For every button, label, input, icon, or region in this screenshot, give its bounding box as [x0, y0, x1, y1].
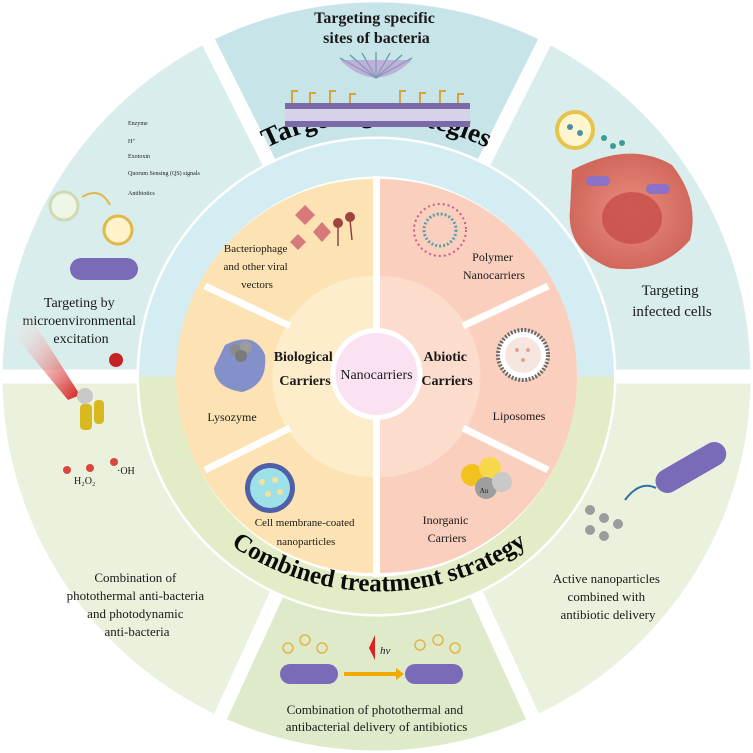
gold-nanoparticle-icon: Au	[461, 457, 512, 499]
item-liposomes-label: Liposomes	[493, 409, 546, 423]
outer-bottom-label: Combination of photothermal and antibact…	[286, 702, 468, 734]
lysozyme-icon	[214, 339, 266, 392]
item-polymer-label: Polymer Nanocarriers	[463, 250, 525, 282]
outer-lower-left-label: Combination of photothermal anti-bacteri…	[67, 570, 208, 639]
outer-upper-right-label: Targeting infected cells	[632, 283, 712, 320]
outer-upper-left-label: Targeting by microenvironmental excitati…	[22, 296, 139, 347]
item-inorganic-label: Inorganic Carriers	[423, 513, 472, 545]
svg-text:Enzyme: Enzyme	[128, 121, 148, 127]
membrane-targeting-icon	[285, 52, 470, 127]
svg-text:Exotoxin: Exotoxin	[128, 154, 150, 160]
svg-text:hv: hv	[380, 645, 391, 657]
svg-text:Antibiotics: Antibiotics	[128, 191, 155, 197]
liposome-icon	[496, 328, 550, 382]
svg-text:Quorum Sensing (QS) signals: Quorum Sensing (QS) signals	[128, 170, 200, 177]
item-cell-membrane-label: Cell membrane-coated nanoparticles	[255, 517, 358, 548]
outer-top-label: Targeting specific sites of bacteria	[314, 10, 439, 47]
combination-icon: hv	[280, 634, 463, 684]
macrophage-icon	[569, 153, 693, 270]
polymer-micelle-icon	[413, 203, 467, 257]
bacterium-icon	[280, 664, 338, 684]
bacterium-icon	[70, 258, 138, 280]
svg-text:Au: Au	[480, 487, 489, 495]
svg-text:H₂O₂: H₂O₂	[74, 476, 95, 487]
item-bacteriophage-label: Bacteriophage and other viral vectors	[224, 243, 291, 291]
outer-lower-right-label: Active nanoparticles combined with antib…	[553, 571, 663, 622]
liposome-icon	[555, 110, 625, 150]
laser-icon: H₂O₂ ·OH	[10, 316, 135, 487]
biological-title: Biological Carriers	[274, 350, 337, 389]
microenvironment-icon: Enzyme H⁺ Exotoxin Quorum Sensing (QS) s…	[48, 121, 200, 280]
svg-text:H⁺: H⁺	[128, 139, 136, 145]
center-label: Nanocarriers	[340, 368, 412, 383]
svg-text:·OH: ·OH	[117, 466, 135, 477]
membrane-nanoparticle-icon	[245, 463, 295, 513]
center-circle	[335, 333, 418, 415]
item-lysozyme-label: Lysozyme	[207, 410, 256, 424]
active-nanoparticle-icon	[585, 442, 727, 541]
bacterium-icon	[405, 664, 463, 684]
abiotic-title: Abiotic Carriers	[421, 350, 473, 389]
phage-icon	[290, 205, 355, 250]
